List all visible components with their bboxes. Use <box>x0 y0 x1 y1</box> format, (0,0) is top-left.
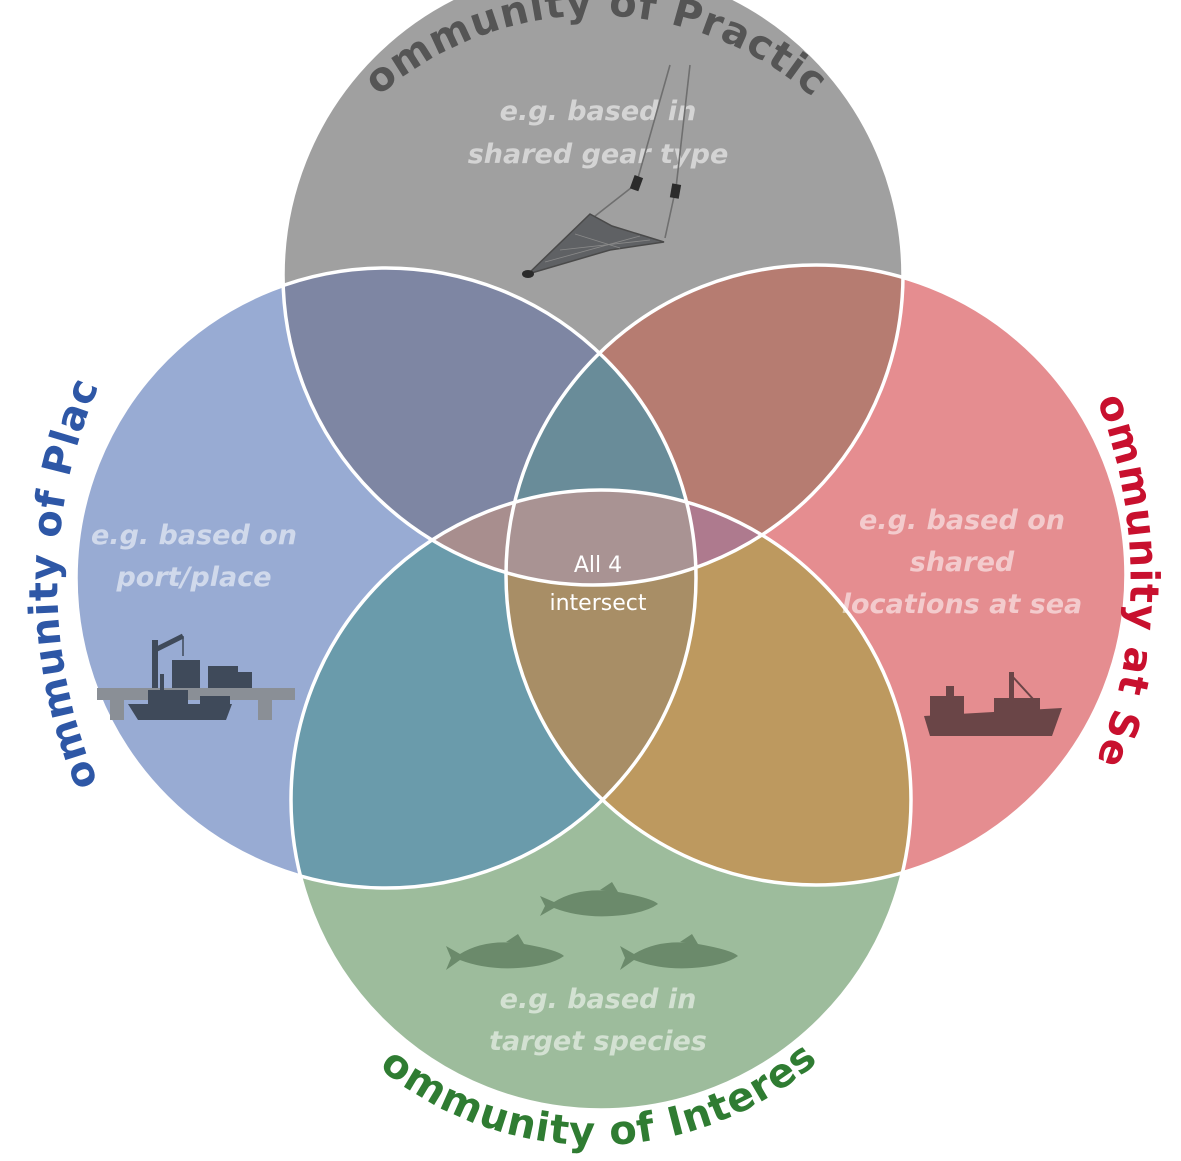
boat-mast <box>160 674 164 690</box>
vessel-deckhouse <box>994 698 1040 712</box>
outline-practice <box>281 0 905 587</box>
vessel-bridge <box>930 696 964 716</box>
example-sea-line-1: e.g. based on <box>859 505 1065 536</box>
small-boat <box>200 696 230 706</box>
outline-place <box>74 266 698 890</box>
boat-cabin <box>148 690 188 704</box>
trawl-net-icon <box>522 64 691 278</box>
example-place-line-2: port/place <box>115 562 271 593</box>
vessel-stack <box>946 686 954 696</box>
truck-trailer <box>208 666 238 688</box>
dock-deck <box>97 688 295 700</box>
example-sea-line-2: shared <box>910 547 1015 578</box>
trawl-cod-end <box>522 270 534 278</box>
vessel-mast <box>1009 672 1014 700</box>
example-practice-line-1: e.g. based in <box>500 96 697 127</box>
crane-mast <box>152 640 158 688</box>
truck-cab <box>238 672 252 688</box>
port-dock-icon <box>97 633 295 720</box>
example-interest-line-1: e.g. based in <box>500 984 697 1015</box>
example-place-line-1: e.g. based on <box>91 520 297 551</box>
dock-leg-left <box>110 700 124 720</box>
example-interest-line-2: target species <box>489 1026 707 1057</box>
outline-interest <box>289 488 913 1112</box>
example-sea-line-3: locations at sea <box>842 589 1083 620</box>
fish-right <box>620 934 738 970</box>
example-practice-line-2: shared gear type <box>468 139 729 170</box>
trawl-net-body <box>527 213 665 275</box>
fish-left <box>446 934 564 970</box>
dock-leg-right <box>258 700 272 720</box>
outline-sea <box>504 263 1128 887</box>
trawl-door-right <box>669 183 682 199</box>
fish-icon <box>446 882 738 970</box>
vessel-rigging <box>1011 675 1035 701</box>
center-label-line-1: All 4 <box>574 553 622 578</box>
cargo-container <box>172 660 200 688</box>
boat-hull <box>128 704 232 720</box>
crane-boom <box>153 633 185 653</box>
fishing-vessel-icon <box>924 672 1062 736</box>
trawl-door-left <box>629 175 644 192</box>
center-label-line-2: intersect <box>550 591 647 616</box>
fish-top <box>540 882 658 917</box>
